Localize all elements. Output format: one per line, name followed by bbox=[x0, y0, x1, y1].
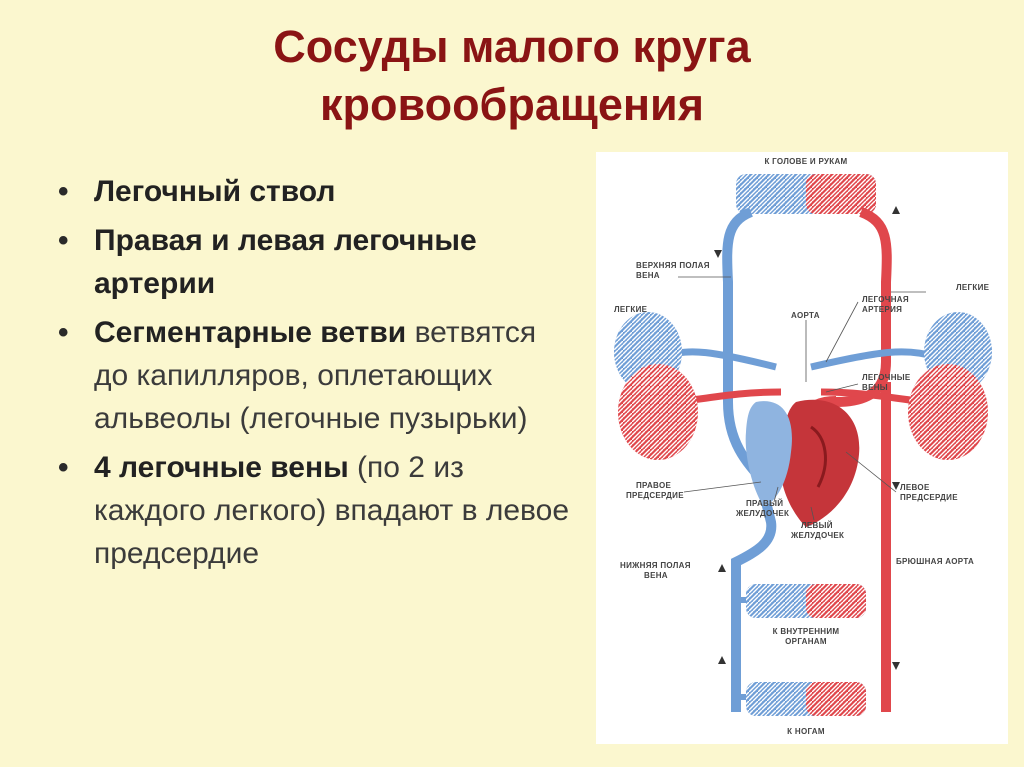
label-pulm-veins-1: ЛЕГОЧНЫЕ bbox=[862, 373, 911, 382]
arrow-down-icon bbox=[714, 250, 722, 258]
bullet-list: • Легочный ствол • Правая и левая легочные… bbox=[50, 170, 570, 581]
bullet-dot-icon: • bbox=[58, 175, 69, 208]
legs-capillaries bbox=[746, 682, 866, 716]
label-pulm-artery-1: ЛЕГОЧНАЯ bbox=[862, 295, 909, 304]
arrow-up-icon bbox=[718, 564, 726, 572]
arrow-up-icon bbox=[892, 206, 900, 214]
label-left-atrium-2: ПРЕДСЕРДИЕ bbox=[900, 493, 958, 502]
label-pulm-veins-2: ВЕНЫ bbox=[862, 383, 888, 392]
label-abd-aorta: БРЮШНАЯ АОРТА bbox=[896, 557, 974, 566]
left-lung bbox=[614, 312, 698, 460]
label-organs-1: К ВНУТРЕННИМ bbox=[773, 627, 840, 636]
head-capillaries bbox=[736, 174, 876, 214]
arrow-down-icon bbox=[892, 662, 900, 670]
label-left-atrium-1: ЛЕВОЕ bbox=[900, 483, 930, 492]
label-lungs-right: ЛЕГКИЕ bbox=[956, 283, 990, 292]
bullet-text: (по 2 из каждого легкого) впадают в лево… bbox=[94, 451, 570, 570]
circulation-svg: К ГОЛОВЕ И РУКАМ ВЕРХНЯЯ ПОЛАЯ ВЕНА ЛЕГК… bbox=[614, 157, 992, 736]
bullet-bold: Правая и левая легочные артерии bbox=[94, 224, 477, 300]
label-organs-2: ОРГАНАМ bbox=[785, 637, 827, 646]
circulation-diagram: К ГОЛОВЕ И РУКАМ ВЕРХНЯЯ ПОЛАЯ ВЕНА ЛЕГК… bbox=[596, 152, 1008, 744]
arrow-down-icon bbox=[892, 482, 900, 490]
arrow-up-icon bbox=[718, 656, 726, 664]
right-lung bbox=[908, 312, 992, 460]
label-right-ventricle-1: ПРАВЫЙ bbox=[746, 499, 783, 508]
bullet-text: ветвятся до капилляров, оплетающих альве… bbox=[94, 316, 537, 435]
bullet-bold: Легочный ствол bbox=[94, 175, 336, 208]
label-head-arms: К ГОЛОВЕ И РУКАМ bbox=[764, 157, 847, 166]
title-line-2: кровообращения bbox=[320, 79, 704, 130]
label-lungs-left: ЛЕГКИЕ bbox=[614, 305, 648, 314]
label-aorta: АОРТА bbox=[791, 311, 820, 320]
bullet-dot-icon: • bbox=[58, 224, 69, 257]
label-ivc-2: ВЕНА bbox=[644, 571, 668, 580]
bullet-item: • Правая и левая легочные артерии bbox=[50, 219, 570, 305]
title-line-1: Сосуды малого круга bbox=[273, 21, 751, 72]
label-left-ventricle-2: ЖЕЛУДОЧЕК bbox=[790, 531, 844, 540]
heart bbox=[745, 399, 860, 527]
bullet-dot-icon: • bbox=[58, 316, 69, 349]
bullet-item: • Легочный ствол bbox=[50, 170, 570, 213]
label-pulm-artery-2: АРТЕРИЯ bbox=[862, 305, 902, 314]
bullet-bold: 4 легочные вены bbox=[94, 451, 349, 484]
slide-title: Сосуды малого круга кровообращения bbox=[0, 18, 1024, 134]
bullet-dot-icon: • bbox=[58, 451, 69, 484]
bullet-item: • 4 легочные вены (по 2 из каждого легког… bbox=[50, 446, 570, 575]
label-svc-1: ВЕРХНЯЯ ПОЛАЯ bbox=[636, 261, 710, 270]
flow-arrows bbox=[714, 206, 900, 670]
label-legs: К НОГАМ bbox=[787, 727, 825, 736]
label-left-ventricle-1: ЛЕВЫЙ bbox=[801, 521, 833, 530]
label-svc-2: ВЕНА bbox=[636, 271, 660, 280]
bullet-bold: Сегментарные ветви bbox=[94, 316, 407, 349]
label-right-atrium-1: ПРАВОЕ bbox=[636, 481, 671, 490]
organs-capillaries bbox=[746, 584, 866, 618]
label-ivc-1: НИЖНЯЯ ПОЛАЯ bbox=[620, 561, 691, 570]
label-right-ventricle-2: ЖЕЛУДОЧЕК bbox=[735, 509, 789, 518]
bullet-item: • Сегментарные ветви ветвятся до капилляр… bbox=[50, 311, 570, 440]
label-right-atrium-2: ПРЕДСЕРДИЕ bbox=[626, 491, 684, 500]
